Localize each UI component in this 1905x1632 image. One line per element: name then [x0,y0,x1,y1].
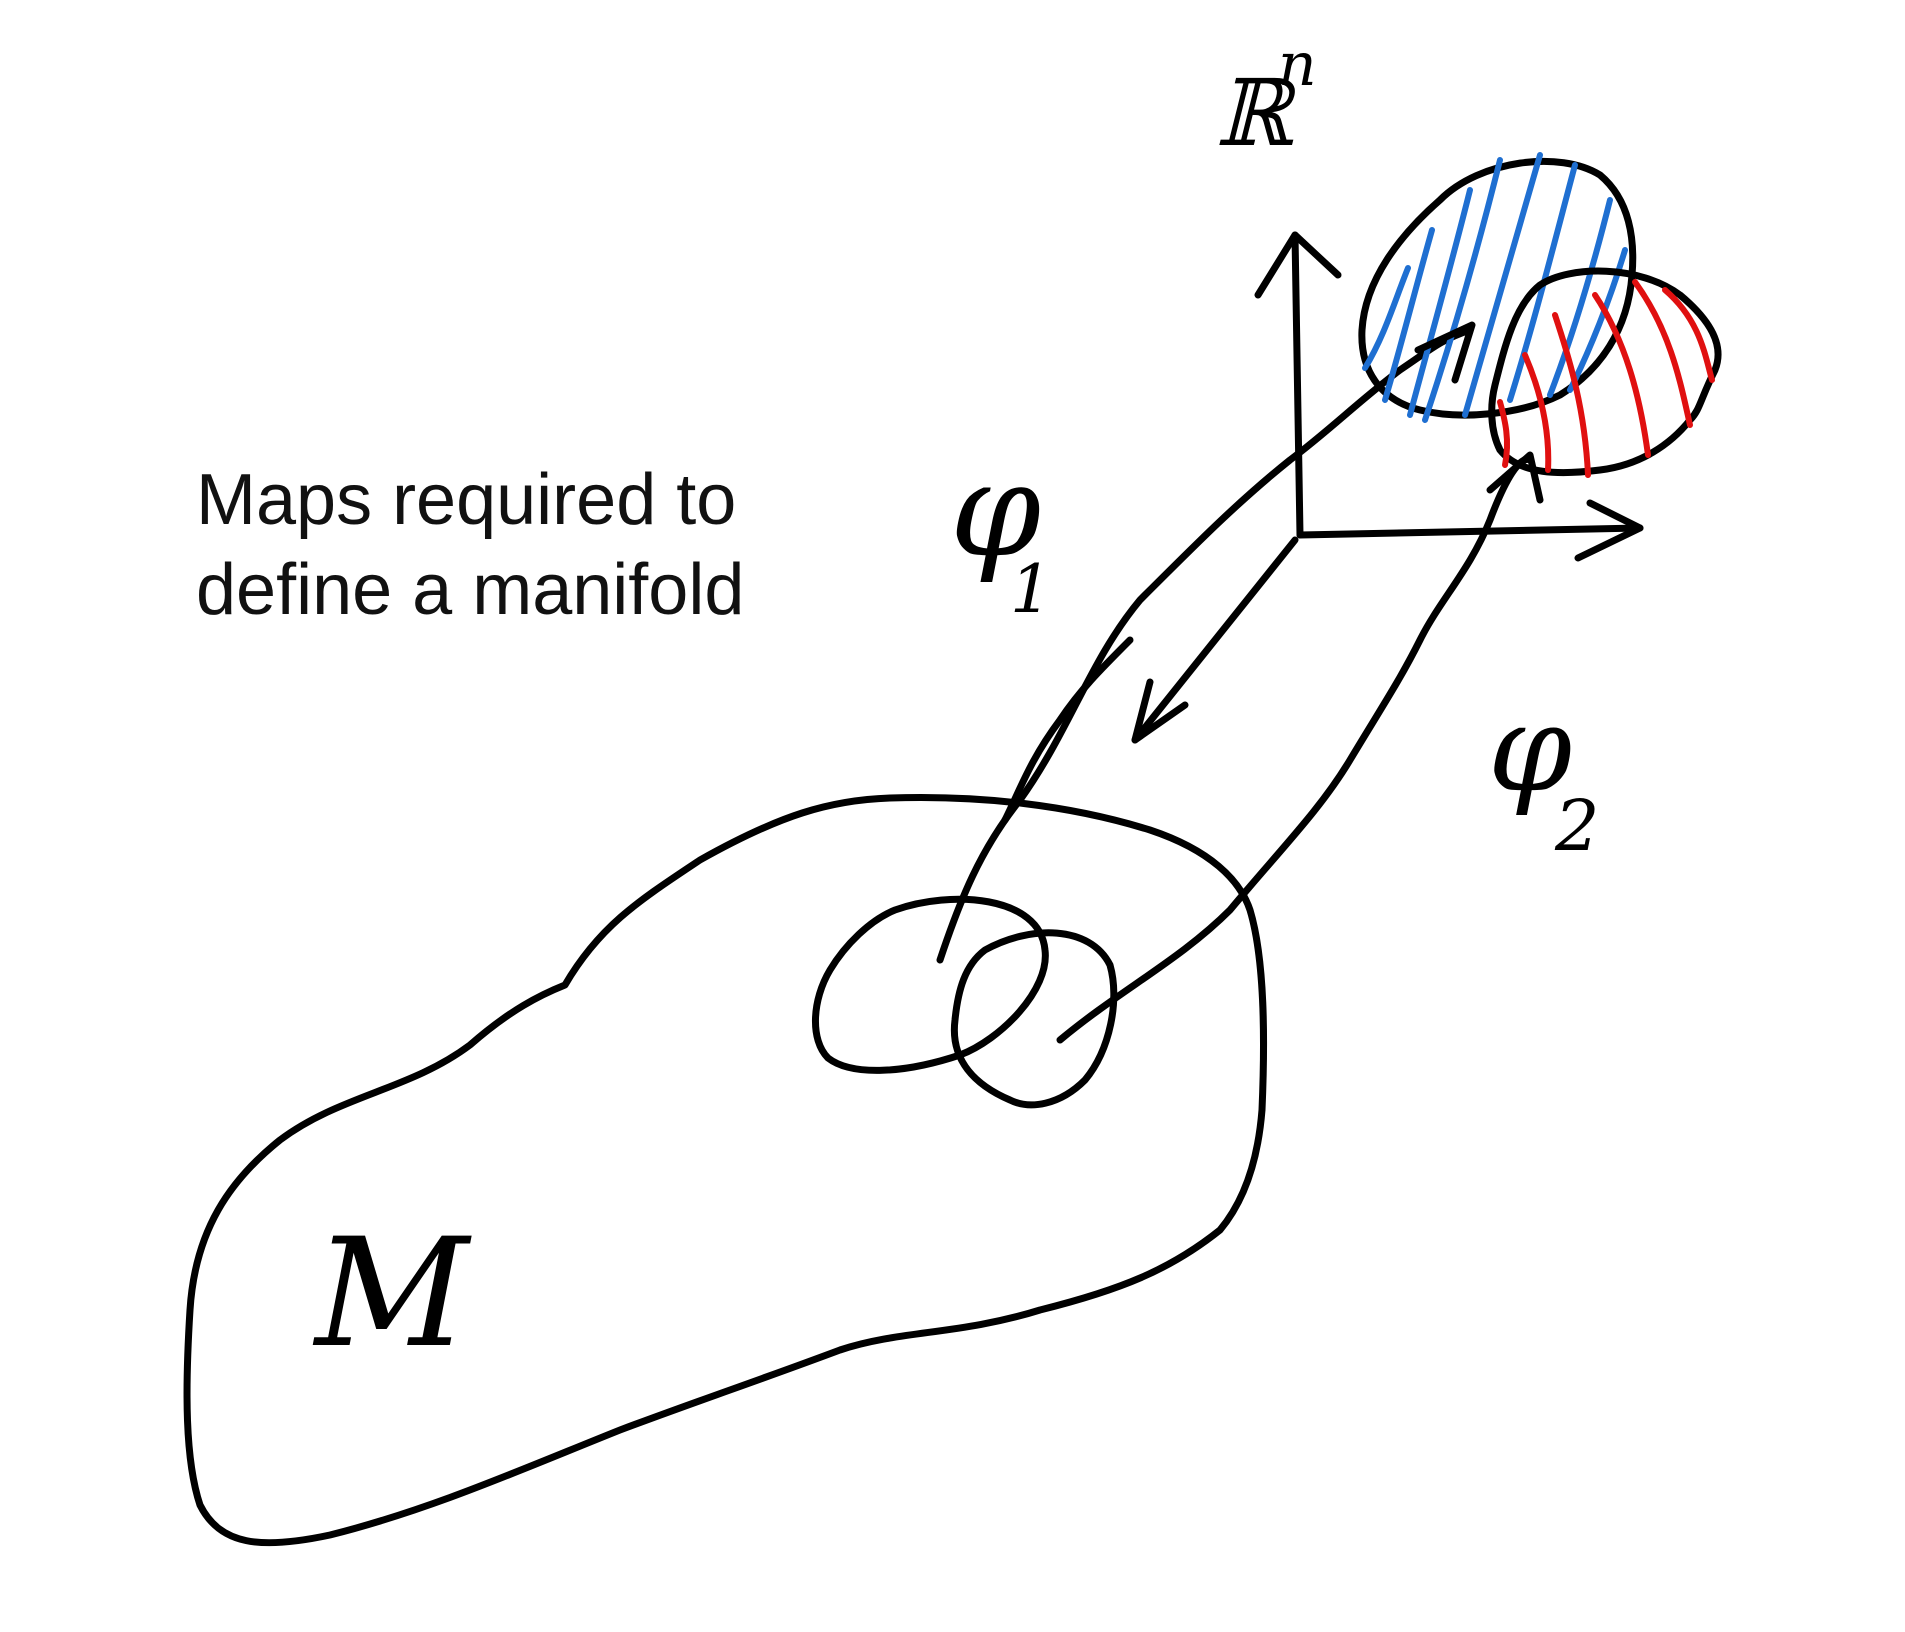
map2-arrowhead [1486,451,1544,504]
caption-line-1: Maps required to [196,460,737,540]
manifold-outline [183,793,1268,1547]
map1-tube [936,326,1474,964]
map1-arrowhead [1414,321,1476,384]
inverse-map-arrowhead [1131,678,1189,744]
manifold-label: M [312,1207,472,1381]
y-axis [1291,231,1304,539]
diagram-caption: Maps required to define a manifold [196,455,744,635]
chart2-image-outline [1488,267,1722,477]
map1-label: φ [950,434,1041,586]
manifold-chart-circle-2 [950,929,1118,1109]
map2-index-label: 2 [1554,785,1600,867]
inverse-map-arrow [1131,536,1299,744]
map2-tube [1056,455,1534,1044]
map1-index-label: 1 [1010,551,1052,628]
space-label: ℝ [1215,60,1297,167]
x-axis [1296,524,1644,539]
manifold-chart-circle-1 [811,895,1049,1074]
x-axis-arrowhead [1574,499,1644,562]
chart2-hatching [1497,279,1715,478]
chart1-image-outline [1358,157,1637,419]
caption-line-2: define a manifold [196,550,745,630]
map2-label: φ [1488,680,1572,819]
chart1-hatching [1362,152,1628,423]
map1-tube-inner [1001,636,1134,824]
space-exponent-label: n [1278,30,1317,100]
y-axis-arrowhead [1254,231,1342,299]
